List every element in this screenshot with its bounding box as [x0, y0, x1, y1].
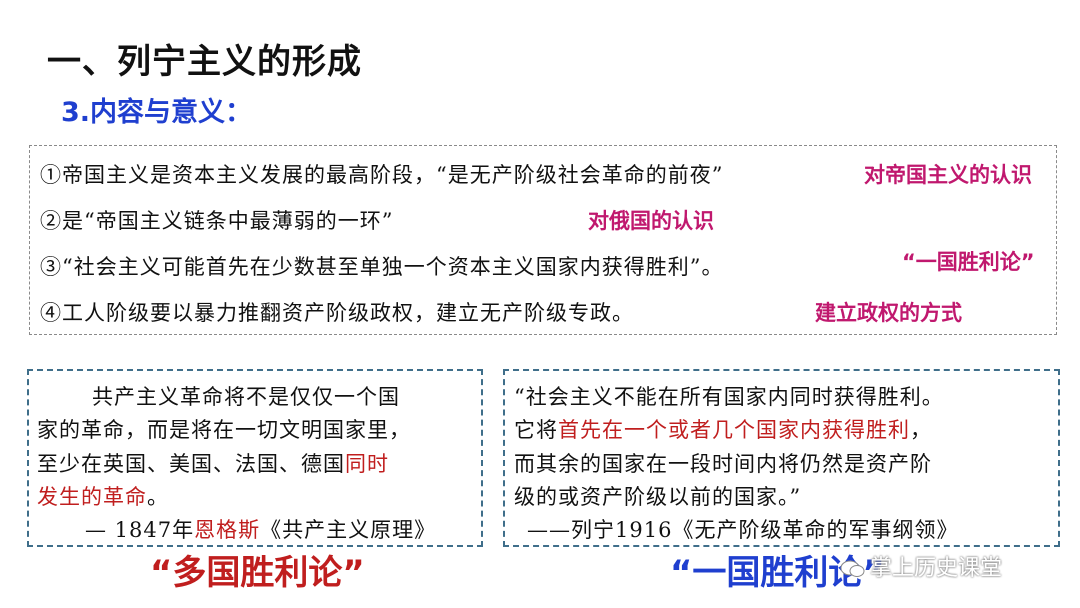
engels-quote-line-4: 发生的革命。 — [37, 481, 169, 511]
point-2: ②是“帝国主义链条中最薄弱的一环” — [40, 209, 394, 233]
point-4: ④工人阶级要以暴力推翻资产阶级政权，建立无产阶级专政。 — [40, 301, 634, 325]
lenin-quote-source: ——列宁1916《无产阶级革命的军事纲领》 — [527, 518, 959, 542]
multi-country-theory-label: “多国胜利论” — [150, 553, 365, 593]
point-4-tag: 建立政权的方式 — [815, 301, 962, 325]
engels-quote-line-2: 家的革命，而是将在一切文明国家里， — [37, 418, 411, 442]
engels-quote-line-1: 共产主义革命将不是仅仅一个国 — [92, 385, 400, 409]
engels-source-author: 恩格斯 — [194, 518, 261, 542]
engels-quote-box — [27, 369, 483, 547]
engels-quote-line-4-end: 。 — [147, 485, 169, 509]
engels-quote-line-3-text: 至少在英国、美国、法国、德国 — [37, 452, 345, 476]
engels-source-title: 《共产主义原理》 — [260, 518, 437, 542]
wechat-icon — [840, 560, 865, 577]
lenin-quote-box — [503, 369, 1060, 547]
watermark-text: 掌上历史课堂 — [870, 556, 1003, 581]
page-title: 一、列宁主义的形成 — [47, 42, 362, 82]
lenin-quote-line-4: 级的或资产阶级以前的国家。” — [514, 485, 802, 509]
point-3: ③“社会主义可能首先在少数甚至单独一个资本主义国家内获得胜利”。 — [40, 255, 724, 279]
point-1-tag: 对帝国主义的认识 — [864, 163, 1032, 187]
lenin-quote-highlight: 首先在一个或者几个国家内获得胜利 — [558, 418, 910, 442]
watermark: 掌上历史课堂 — [840, 550, 1002, 582]
engels-quote-source: — 1847年恩格斯《共产主义原理》 — [85, 514, 436, 544]
lenin-quote-line-2: 它将首先在一个或者几个国家内获得胜利， — [514, 414, 932, 444]
lenin-quote-line-2-start: 它将 — [514, 418, 558, 442]
lenin-quote-line-1: “社会主义不能在所有国家内同时获得胜利。 — [514, 385, 944, 409]
engels-quote-highlight-1: 同时 — [345, 452, 389, 476]
lenin-quote-line-3: 而其余的国家在一段时间内将仍然是资产阶 — [514, 452, 932, 476]
engels-quote-highlight-2: 发生的革命 — [37, 485, 147, 509]
content-points-box — [29, 145, 1057, 335]
point-3-tag: “一国胜利论” — [902, 250, 1035, 274]
section-subtitle: 3.内容与意义： — [61, 97, 253, 128]
engels-source-year: — 1847年 — [85, 518, 195, 542]
point-1: ①帝国主义是资本主义发展的最高阶段，“是无产阶级社会革命的前夜” — [40, 163, 724, 187]
point-2-tag: 对俄国的认识 — [588, 209, 714, 233]
lenin-quote-line-2-end: ， — [910, 418, 932, 442]
engels-quote-line-3: 至少在英国、美国、法国、德国同时 — [37, 448, 389, 478]
